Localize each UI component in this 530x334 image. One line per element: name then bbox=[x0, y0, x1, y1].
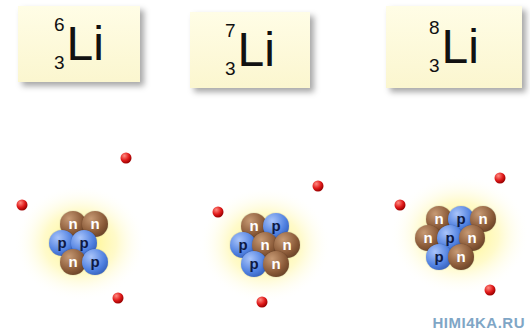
nuclide-numbers: 73 bbox=[225, 21, 236, 79]
nucleon-letter: n bbox=[467, 230, 476, 245]
nucleon-letter: p bbox=[79, 235, 88, 250]
nucleon-letter: n bbox=[434, 211, 443, 226]
nucleon-ball: n bbox=[263, 251, 289, 277]
mass-number: 8 bbox=[429, 18, 440, 38]
isotope-symbol: 73Li bbox=[225, 21, 275, 79]
nucleon-letter: p bbox=[90, 254, 99, 269]
electron-dot bbox=[113, 293, 124, 304]
nucleus-glow bbox=[14, 185, 146, 301]
nucleon-letter: p bbox=[238, 237, 247, 252]
atomic-number: 3 bbox=[54, 53, 65, 73]
electron-dot bbox=[495, 173, 506, 184]
nucleon-letter: n bbox=[282, 237, 291, 252]
isotope-symbol: 63Li bbox=[54, 15, 104, 73]
mass-number: 6 bbox=[54, 15, 65, 35]
nucleon-letter: n bbox=[456, 249, 465, 264]
nucleus-glow bbox=[390, 175, 530, 295]
electron-dot bbox=[395, 200, 406, 211]
nucleon-letter: p bbox=[434, 249, 443, 264]
element-symbol: Li bbox=[442, 21, 479, 73]
nucleon-letter: n bbox=[90, 216, 99, 231]
nucleon-letter: n bbox=[271, 256, 280, 271]
electron-dot bbox=[121, 153, 132, 164]
isotope-card: 63Li bbox=[18, 6, 140, 82]
element-symbol: Li bbox=[67, 18, 104, 70]
nucleon-letter: n bbox=[423, 230, 432, 245]
nucleon-letter: p bbox=[456, 211, 465, 226]
nucleon-letter: p bbox=[445, 230, 454, 245]
element-symbol: Li bbox=[238, 24, 275, 76]
nucleon-letter: n bbox=[249, 218, 258, 233]
atomic-number: 3 bbox=[429, 56, 440, 76]
nucleon-letter: n bbox=[260, 237, 269, 252]
electron-dot bbox=[485, 285, 496, 296]
isotope-symbol: 83Li bbox=[429, 18, 479, 76]
isotope-card: 73Li bbox=[190, 12, 310, 88]
isotope-card: 83Li bbox=[386, 6, 522, 88]
nucleon-ball: p bbox=[82, 249, 108, 275]
electron-dot bbox=[17, 200, 28, 211]
nuclide-numbers: 83 bbox=[429, 18, 440, 76]
nucleon-letter: p bbox=[271, 218, 280, 233]
nucleon-ball: n bbox=[448, 244, 474, 270]
nucleon-letter: p bbox=[57, 235, 66, 250]
watermark: HIMI4KA.RU bbox=[432, 314, 525, 331]
electron-dot bbox=[213, 207, 224, 218]
nucleon-letter: p bbox=[249, 256, 258, 271]
electron-dot bbox=[313, 181, 324, 192]
atomic-number: 3 bbox=[225, 59, 236, 79]
nucleon-letter: n bbox=[478, 211, 487, 226]
nucleon-letter: n bbox=[68, 216, 77, 231]
nuclide-numbers: 63 bbox=[54, 15, 65, 73]
electron-dot bbox=[257, 297, 268, 308]
mass-number: 7 bbox=[225, 21, 236, 41]
nucleus-glow bbox=[199, 187, 331, 303]
nucleon-letter: n bbox=[68, 254, 77, 269]
